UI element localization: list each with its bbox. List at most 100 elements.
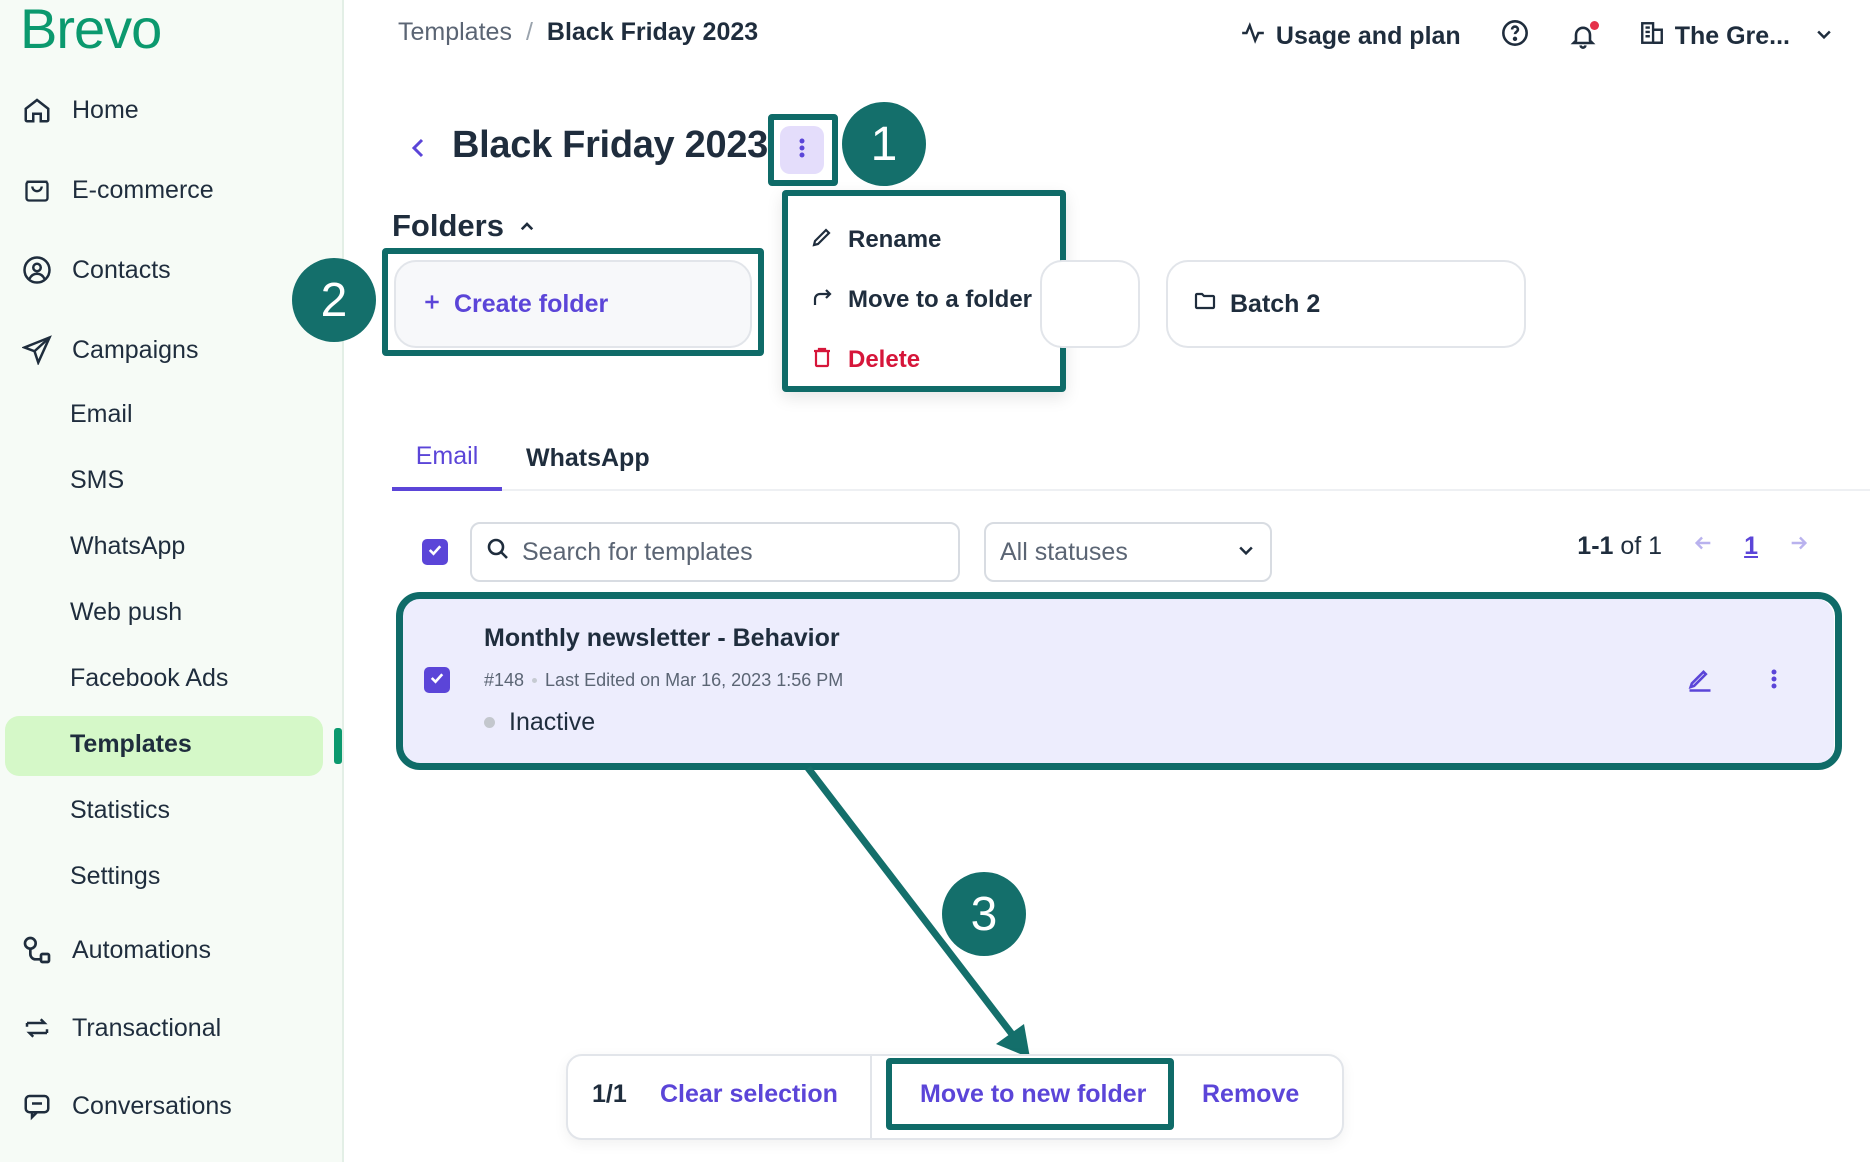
menu-item-move-label: Move to a folder bbox=[848, 286, 1033, 313]
send-icon bbox=[20, 333, 54, 367]
sidebar-item-label: Campaigns bbox=[72, 335, 199, 364]
brevo-logo[interactable]: Brevo bbox=[20, 0, 162, 60]
sidebar-item-label: E-commerce bbox=[72, 175, 214, 204]
previous-page-arrow-icon[interactable] bbox=[1692, 532, 1714, 561]
account-name: The Gre... bbox=[1674, 21, 1790, 50]
folder-card-partial[interactable] bbox=[1040, 260, 1140, 348]
account-menu-button[interactable]: The Gre... bbox=[1639, 16, 1834, 56]
select-all-checkbox[interactable] bbox=[422, 539, 448, 565]
sidebar: Brevo Home E-commerce Contacts Campaigns… bbox=[0, 0, 344, 1162]
selection-count: 1/1 bbox=[592, 1080, 627, 1108]
sidebar-item-templates[interactable]: Templates bbox=[70, 729, 192, 758]
sidebar-item-facebook-ads[interactable]: Facebook Ads bbox=[70, 663, 229, 692]
check-icon bbox=[426, 541, 444, 564]
bell-icon bbox=[1569, 21, 1599, 51]
sidebar-item-campaigns[interactable]: Campaigns bbox=[20, 320, 198, 380]
tab-whatsapp[interactable]: WhatsApp bbox=[526, 443, 650, 472]
meta-separator bbox=[532, 678, 538, 683]
sidebar-item-label: Automations bbox=[72, 935, 211, 964]
row-kebab-menu-icon[interactable] bbox=[1770, 666, 1778, 697]
notification-dot bbox=[1589, 21, 1599, 30]
next-page-arrow-icon[interactable] bbox=[1788, 532, 1810, 561]
status-dot bbox=[484, 717, 495, 728]
page-number-link[interactable]: 1 bbox=[1744, 532, 1758, 560]
chevron-down-icon bbox=[1814, 22, 1834, 51]
edit-pencil-icon[interactable] bbox=[1686, 666, 1714, 699]
status-filter-select[interactable]: All statuses bbox=[984, 522, 1272, 582]
chevron-up-icon bbox=[518, 208, 536, 244]
annotation-badge-2: 2 bbox=[292, 258, 376, 342]
search-input[interactable]: Search for templates bbox=[470, 522, 960, 582]
notifications-button[interactable] bbox=[1569, 16, 1599, 56]
sidebar-item-sms[interactable]: SMS bbox=[70, 465, 125, 494]
sidebar-item-label: Contacts bbox=[72, 255, 171, 284]
sidebar-item-web-push[interactable]: Web push bbox=[70, 597, 183, 626]
menu-item-delete-label: Delete bbox=[848, 346, 921, 373]
sidebar-item-contacts[interactable]: Contacts bbox=[20, 240, 171, 300]
transactional-icon bbox=[20, 1011, 54, 1045]
building-icon bbox=[1639, 20, 1665, 53]
pagination-range: 1-1 bbox=[1577, 532, 1614, 560]
sidebar-item-settings[interactable]: Settings bbox=[70, 861, 161, 890]
template-status: Inactive bbox=[484, 708, 595, 737]
contacts-icon bbox=[20, 253, 54, 287]
template-row-checkbox[interactable] bbox=[424, 667, 450, 693]
sidebar-item-transactional[interactable]: Transactional bbox=[20, 998, 221, 1058]
create-folder-button[interactable]: Create folder bbox=[394, 260, 752, 348]
sidebar-item-label: Home bbox=[72, 95, 139, 124]
annotation-highlight-template-row bbox=[396, 592, 1842, 770]
search-placeholder: Search for templates bbox=[522, 537, 753, 566]
create-folder-label: Create folder bbox=[454, 289, 609, 318]
annotation-badge-3: 3 bbox=[942, 872, 1026, 956]
sidebar-item-whatsapp[interactable]: WhatsApp bbox=[70, 531, 186, 560]
folder-options-menu: Rename Move to a folder Delete bbox=[782, 190, 1066, 392]
status-filter-value: All statuses bbox=[1000, 537, 1128, 566]
sidebar-item-conversations[interactable]: Conversations bbox=[20, 1076, 232, 1136]
template-id: #148 bbox=[484, 670, 525, 690]
clear-selection-button[interactable]: Clear selection bbox=[660, 1080, 838, 1108]
pagination-summary: 1-1 of 1 bbox=[1577, 532, 1662, 561]
activity-icon bbox=[1240, 20, 1266, 53]
home-icon bbox=[20, 93, 54, 127]
shopping-bag-icon bbox=[20, 173, 54, 207]
folders-section-toggle[interactable]: Folders bbox=[392, 208, 536, 244]
search-icon bbox=[486, 537, 510, 568]
folder-card-batch-2[interactable]: Batch 2 bbox=[1166, 260, 1526, 348]
template-status-label: Inactive bbox=[509, 708, 596, 736]
template-title[interactable]: Monthly newsletter - Behavior bbox=[484, 624, 840, 652]
template-last-edited: Last Edited on Mar 16, 2023 1:56 PM bbox=[545, 670, 844, 690]
menu-item-rename-label: Rename bbox=[848, 226, 942, 253]
template-row[interactable] bbox=[400, 598, 1834, 766]
sidebar-item-automations[interactable]: Automations bbox=[20, 920, 211, 980]
help-button[interactable] bbox=[1501, 16, 1529, 56]
template-meta: #148 Last Edited on Mar 16, 2023 1:56 PM bbox=[484, 670, 843, 691]
pencil-icon bbox=[810, 225, 834, 256]
menu-item-delete[interactable]: Delete bbox=[810, 330, 1038, 390]
folder-options-button[interactable] bbox=[780, 126, 824, 174]
sidebar-item-label: Conversations bbox=[72, 1091, 232, 1120]
breadcrumb-separator: / bbox=[525, 18, 533, 46]
sidebar-item-label: Transactional bbox=[72, 1013, 222, 1042]
remove-button[interactable]: Remove bbox=[1202, 1080, 1300, 1108]
usage-and-plan-button[interactable]: Usage and plan bbox=[1240, 16, 1461, 56]
breadcrumb-current: Black Friday 2023 bbox=[546, 18, 759, 46]
page-title: Black Friday 2023 bbox=[452, 124, 768, 166]
share-arrow-icon bbox=[810, 285, 834, 316]
tab-email[interactable]: Email bbox=[392, 425, 502, 491]
menu-item-move-to-folder[interactable]: Move to a folder bbox=[810, 270, 1038, 330]
menu-item-rename[interactable]: Rename bbox=[810, 210, 1038, 270]
action-bar-divider bbox=[870, 1056, 872, 1140]
sidebar-active-highlight bbox=[5, 716, 323, 776]
usage-and-plan-label: Usage and plan bbox=[1275, 21, 1461, 50]
sidebar-item-home[interactable]: Home bbox=[20, 80, 139, 140]
sidebar-item-statistics[interactable]: Statistics bbox=[70, 795, 171, 824]
sidebar-item-ecommerce[interactable]: E-commerce bbox=[20, 160, 214, 220]
sidebar-item-email[interactable]: Email bbox=[70, 399, 133, 428]
check-icon bbox=[428, 669, 446, 692]
sidebar-active-indicator bbox=[334, 728, 342, 764]
breadcrumb-parent-link[interactable]: Templates bbox=[398, 18, 512, 46]
move-to-new-folder-button[interactable]: Move to new folder bbox=[920, 1080, 1147, 1108]
plus-icon bbox=[422, 290, 442, 319]
back-icon[interactable] bbox=[408, 136, 428, 162]
channel-tabs: Email WhatsApp bbox=[392, 425, 1870, 491]
